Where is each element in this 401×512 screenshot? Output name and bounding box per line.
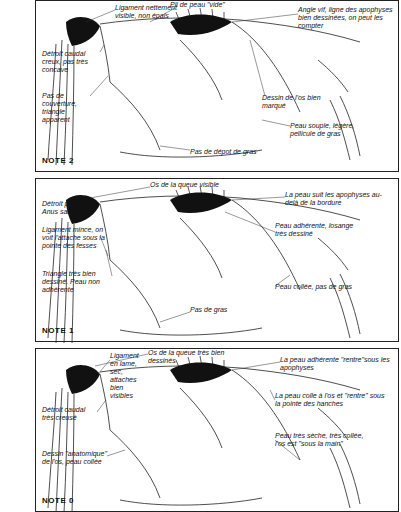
score-note: NOTE 2: [42, 156, 74, 165]
leader-lines: [86, 8, 300, 460]
annotation: Pas de couverture, triangle apparent: [42, 92, 92, 124]
annotation: Dessin "anatomique" de l'os, peau collée: [42, 450, 107, 466]
annotation: Peau très sèche, très collée, l'os est "…: [275, 432, 365, 448]
annotation: Pas de dépot de gras: [190, 148, 280, 156]
annotation: La peau suit les apophyses au-delà de la…: [285, 191, 395, 207]
annotation: Détroit caudal très creusé: [42, 406, 97, 422]
annotation: La peau colle à l'os et "rentre" sous la…: [275, 392, 385, 408]
annotation: Angle vif, ligne des apophyses bien dess…: [298, 6, 396, 30]
annotation: Peau adhérente, losange très dessiné: [275, 222, 355, 238]
score-panel: NOTE 2: [35, 0, 399, 172]
annotation: Détroit profond Anus saillant: [42, 200, 92, 216]
cow-sketch: [48, 186, 360, 343]
annotation: Triangle très bien dessiné. Peau non adh…: [42, 270, 112, 294]
annotation: La peau adhérente "rentre"sous les apoph…: [280, 356, 390, 372]
score-note: NOTE 0: [42, 496, 74, 505]
annotation: Pas de gras: [190, 306, 250, 314]
cow-sketch: [48, 8, 360, 165]
annotation: Pli de peau "vide": [170, 1, 240, 9]
annotation: Ligament en lame, sec, attaches bien vis…: [110, 352, 148, 400]
annotation: Os de la queue visible: [150, 181, 240, 189]
score-note: NOTE 1: [42, 326, 74, 335]
annotation: Peau collée, pas de gras: [275, 283, 375, 291]
annotation: Dessin de l'os bien marqué: [262, 94, 332, 110]
annotation: Peau souple, légère, pellicule de gras: [290, 122, 370, 138]
annotation: Ligament mince, on voit l'attache sous l…: [42, 226, 108, 250]
score-panel: NOTE 1: [35, 178, 399, 342]
annotation: Détroit caudal creux, pas très concave: [42, 50, 102, 74]
score-panel: NOTE 0: [35, 348, 399, 512]
annotation: Os de la queue très bien dessinés: [148, 349, 248, 365]
